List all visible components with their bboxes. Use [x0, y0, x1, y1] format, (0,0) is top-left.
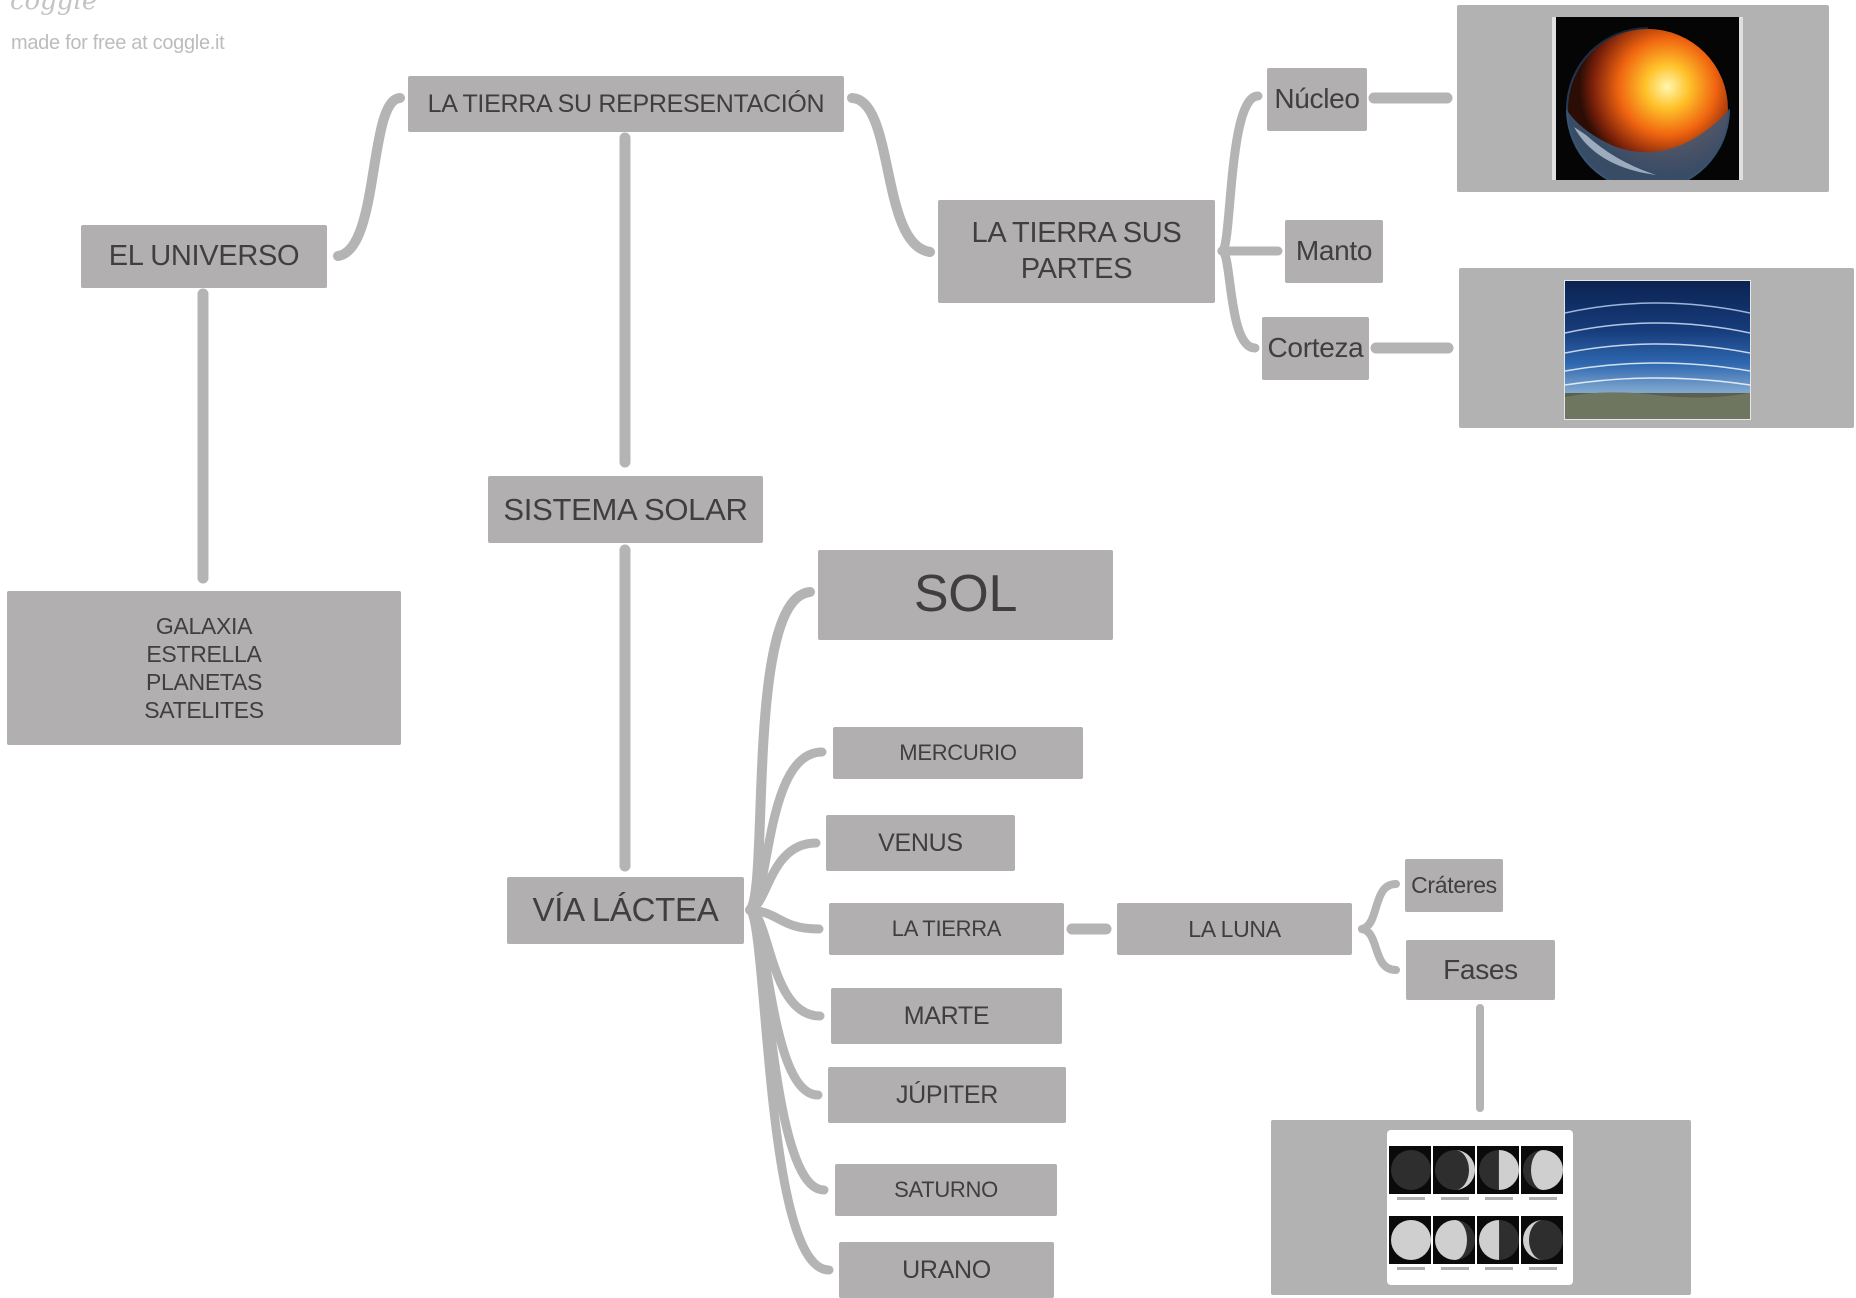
- node-via-lactea[interactable]: VÍA LÁCTEA: [507, 877, 744, 944]
- node-urano[interactable]: URANO: [839, 1242, 1054, 1298]
- moon-phase-thumbnail: [1521, 1146, 1563, 1200]
- image-node-moon-phases[interactable]: [1271, 1120, 1691, 1295]
- node-marte[interactable]: MARTE: [831, 988, 1062, 1044]
- moon-phase-thumbnail: [1477, 1216, 1519, 1270]
- moon-phase-thumbnail: [1477, 1146, 1519, 1200]
- node-galaxia-list[interactable]: GALAXIA ESTRELLA PLANETAS SATELITES: [7, 591, 401, 745]
- node-jupiter[interactable]: JÚPITER: [828, 1067, 1066, 1123]
- moon-phase-thumbnail: [1433, 1216, 1475, 1270]
- atmosphere-layers-image: [1564, 280, 1751, 420]
- node-crateres[interactable]: Cráteres: [1405, 859, 1503, 912]
- moon-phase-thumbnail: [1389, 1216, 1431, 1270]
- link-partes-corteza: [1217, 246, 1260, 353]
- moon-phase-thumbnail: [1521, 1216, 1563, 1270]
- node-el-universo[interactable]: EL UNIVERSO: [81, 225, 327, 288]
- moon-phases-image: [1387, 1130, 1573, 1285]
- node-sistema-solar[interactable]: SISTEMA SOLAR: [488, 476, 763, 543]
- link-partes-nucleo: [1217, 91, 1263, 256]
- node-fases[interactable]: Fases: [1406, 940, 1555, 1000]
- node-la-tierra-sus-partes[interactable]: LA TIERRA SUS PARTES: [938, 200, 1215, 303]
- node-corteza[interactable]: Corteza: [1262, 317, 1369, 380]
- atmosphere-layer-bands: [1565, 302, 1750, 419]
- node-mercurio[interactable]: MERCURIO: [833, 727, 1083, 779]
- node-saturno[interactable]: SATURNO: [835, 1164, 1057, 1216]
- moon-phase-thumbnail: [1389, 1146, 1431, 1200]
- node-la-tierra-su-representacion[interactable]: LA TIERRA SU REPRESENTACIÓN: [408, 76, 844, 132]
- earth-core-illustration: [1566, 27, 1730, 180]
- image-node-atmosphere-layers[interactable]: [1459, 268, 1854, 428]
- earth-core-image: [1552, 17, 1743, 180]
- node-sol[interactable]: SOL: [818, 550, 1113, 640]
- link-luna-crateres: [1358, 880, 1400, 933]
- coggle-watermark[interactable]: made for free at coggle.it: [11, 32, 225, 54]
- node-manto[interactable]: Manto: [1285, 220, 1383, 283]
- node-la-tierra[interactable]: LA TIERRA: [829, 903, 1064, 955]
- link-via-urano: [745, 905, 834, 1275]
- image-node-earth-core[interactable]: [1457, 5, 1829, 192]
- coggle-logo: coggle: [10, 0, 98, 16]
- moon-phase-thumbnail: [1433, 1146, 1475, 1200]
- moon-phases-grid: [1389, 1146, 1563, 1270]
- link-universo-representacion: [333, 93, 405, 261]
- node-nucleo[interactable]: Núcleo: [1267, 68, 1367, 131]
- link-luna-fases: [1358, 925, 1400, 974]
- node-venus[interactable]: VENUS: [826, 815, 1015, 871]
- node-la-luna[interactable]: LA LUNA: [1117, 903, 1352, 955]
- link-representacion-partes: [847, 93, 935, 257]
